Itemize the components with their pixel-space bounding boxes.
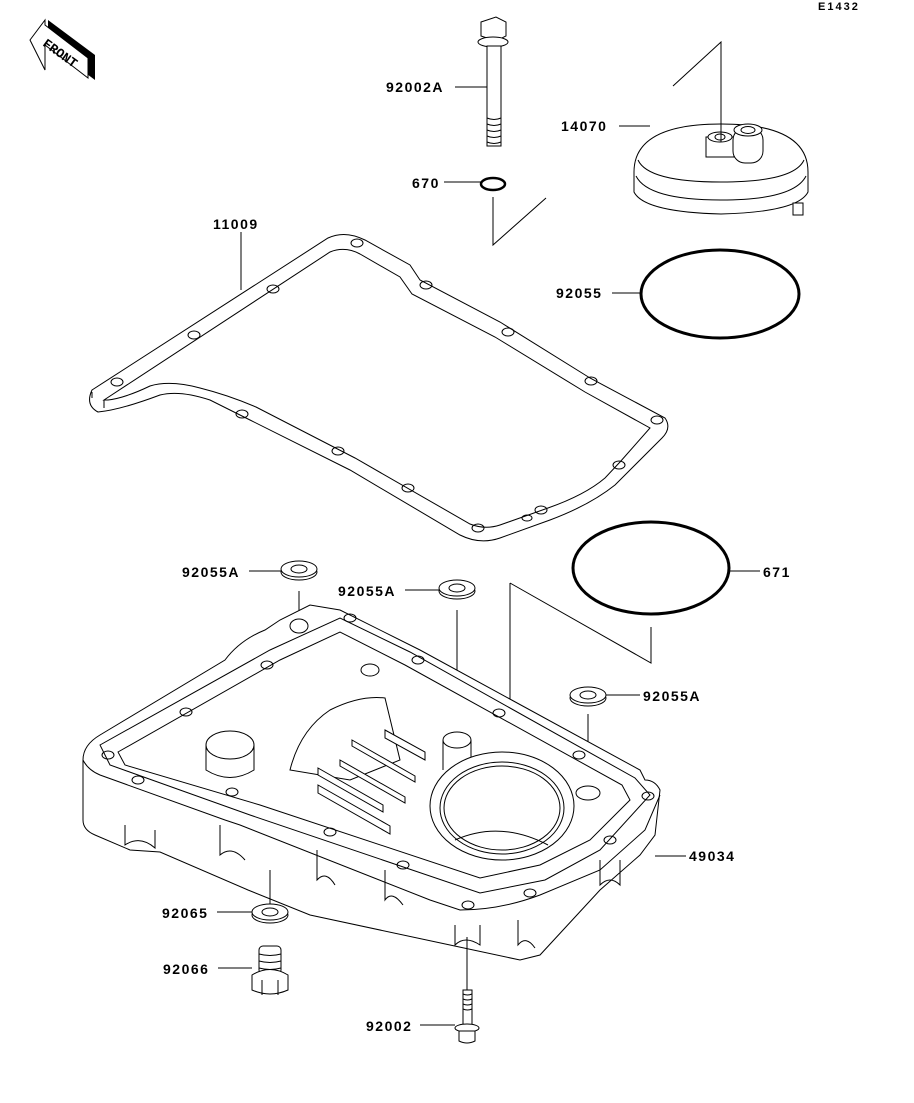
washer-92055a-mid xyxy=(438,579,476,600)
front-arrow-icon: FRONT xyxy=(29,18,95,80)
pan-gasket xyxy=(89,234,669,542)
label-92002a: 92002A xyxy=(386,79,444,95)
gasket-holes xyxy=(110,238,664,533)
label-14070: 14070 xyxy=(561,118,607,134)
label-92002: 92002 xyxy=(366,1018,412,1034)
gasket-670 xyxy=(479,176,507,192)
diagram-code: E1432 xyxy=(818,1,860,13)
label-92055a-mid: 92055A xyxy=(338,583,396,599)
pan-holes xyxy=(101,613,655,910)
bolt-long xyxy=(477,16,509,147)
label-92066: 92066 xyxy=(163,961,209,977)
label-92055a-right: 92055A xyxy=(643,688,701,704)
label-670: 670 xyxy=(412,175,440,191)
label-92065: 92065 xyxy=(162,905,208,921)
filter-cover xyxy=(633,123,809,216)
label-671: 671 xyxy=(763,564,791,580)
label-92055a-left: 92055A xyxy=(182,564,240,580)
oil-pan xyxy=(82,604,661,961)
label-92055: 92055 xyxy=(556,285,602,301)
pan-ribs xyxy=(317,729,426,835)
oring-671 xyxy=(571,520,731,616)
label-49034: 49034 xyxy=(689,848,735,864)
washer-92055a-left xyxy=(280,560,318,581)
oring-92055 xyxy=(639,248,801,340)
drain-plug xyxy=(251,945,289,995)
label-11009: 11009 xyxy=(213,216,259,232)
washer-92065 xyxy=(251,903,289,924)
bolt-short xyxy=(454,989,480,1044)
washer-92055a-right xyxy=(569,686,607,707)
